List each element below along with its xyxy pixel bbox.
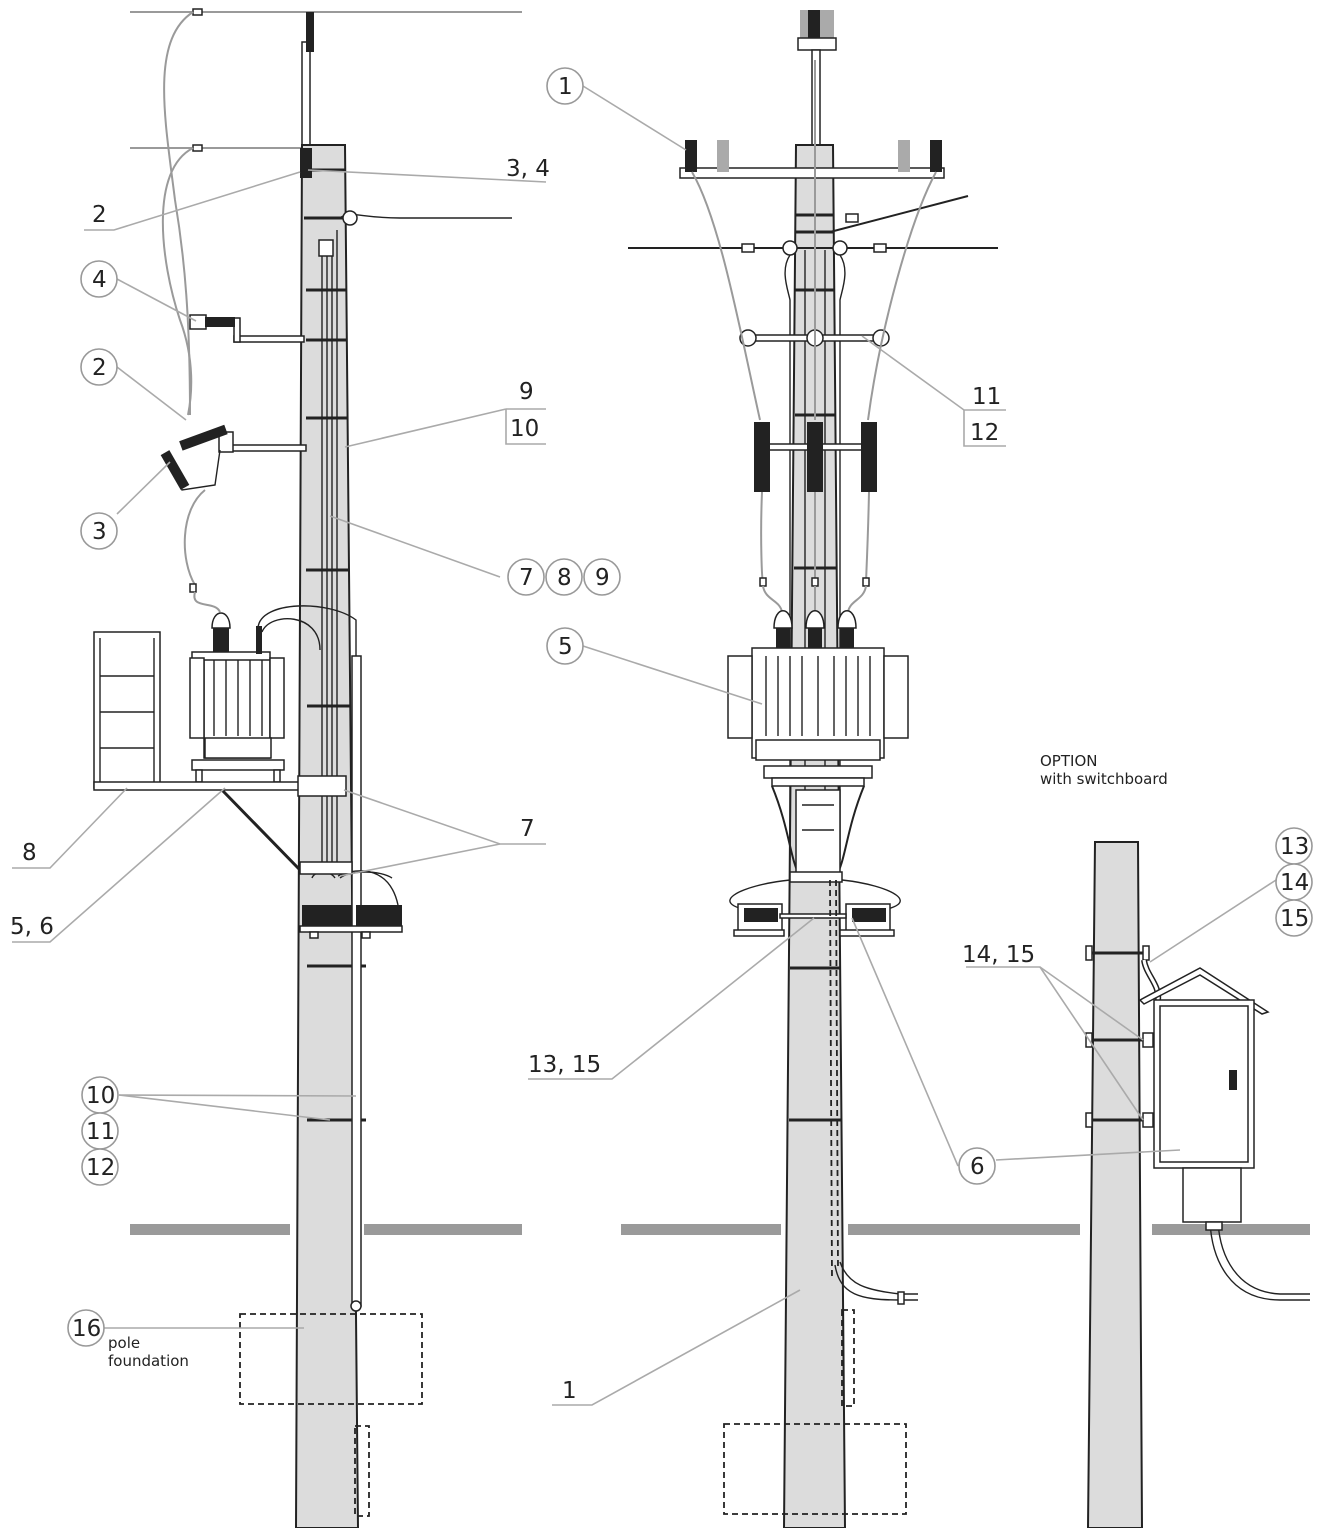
label-11c: 11 (86, 1119, 115, 1145)
callout-16 (67, 1309, 105, 1347)
callout-3 (80, 512, 118, 550)
label-9c: 9 (595, 565, 610, 591)
label-14: 14 (1280, 870, 1309, 896)
label-option: OPTION (1040, 752, 1097, 770)
label-14-15: 14, 15 (962, 942, 1035, 968)
label-12: 12 (970, 420, 999, 446)
label-8b: 8 (22, 840, 37, 866)
callout-8 (545, 558, 583, 596)
label-6: 6 (970, 1154, 985, 1180)
callout-1 (546, 67, 584, 105)
front-view (528, 10, 1006, 1528)
label-8: 8 (557, 565, 572, 591)
label-5-6: 5, 6 (10, 914, 54, 940)
label-5: 5 (558, 634, 573, 660)
label-15: 15 (1280, 906, 1309, 932)
callout-15 (1275, 899, 1313, 937)
transformer-side (189, 591, 357, 783)
label-9: 9 (519, 379, 534, 405)
label-foundation: foundation (108, 1352, 189, 1370)
label-3-4: 3, 4 (506, 156, 550, 182)
label-3: 3 (92, 519, 107, 545)
label-2b: 2 (92, 355, 107, 381)
option-view (966, 841, 1310, 1528)
label-11: 11 (972, 384, 1001, 410)
callout-12 (81, 1148, 119, 1186)
label-13: 13 (1280, 834, 1309, 860)
label-7: 7 (519, 565, 534, 591)
label-10c: 10 (86, 1083, 115, 1109)
label-7b: 7 (520, 816, 535, 842)
ground-lines (130, 1224, 1310, 1235)
label-1b: 1 (562, 1378, 577, 1404)
callout-7 (507, 558, 545, 596)
callout-2b (80, 348, 118, 386)
label-12c: 12 (86, 1155, 115, 1181)
label-13-15: 13, 15 (528, 1052, 601, 1078)
transformer-front (727, 610, 909, 787)
callout-5 (546, 627, 584, 665)
label-2a: 2 (92, 202, 107, 228)
label-4: 4 (92, 267, 107, 293)
pole-option (1086, 841, 1144, 1528)
callout-4 (80, 260, 118, 298)
label-10: 10 (510, 416, 539, 442)
label-1: 1 (558, 74, 573, 100)
side-view (12, 8, 547, 1528)
label-with-switchboard: with switchboard (1040, 770, 1168, 788)
callout-9 (583, 558, 621, 596)
callout-6 (958, 1147, 996, 1185)
label-16: 16 (72, 1316, 101, 1342)
label-pole: pole (108, 1334, 140, 1352)
